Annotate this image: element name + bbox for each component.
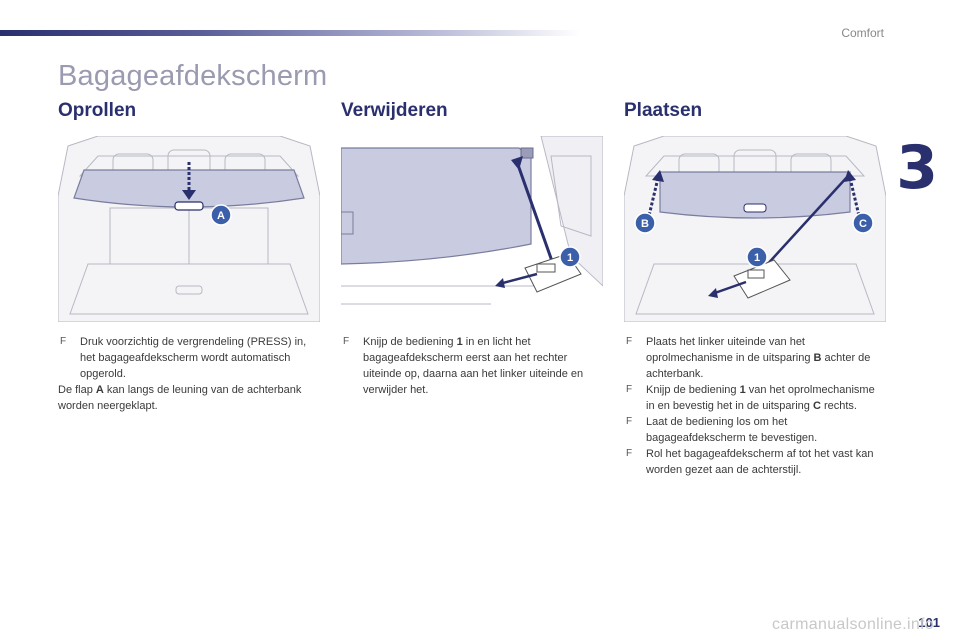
text-plaatsen: F Plaats het linker uiteinde van het opr… (624, 334, 886, 478)
note-text: De flap A kan langs de leuning van de ac… (58, 384, 302, 412)
callout-label: 1 (567, 252, 573, 264)
illustration-verwijderen (341, 136, 603, 322)
bullet-marker: F (343, 336, 350, 347)
bullet-item: F Knijp de bediening 1 in en licht het b… (343, 336, 584, 396)
bullet-item: F Laat de bediening los om het bagageafd… (626, 416, 818, 444)
watermark: carmanualsonline.info (772, 616, 934, 633)
page-number: 101 (918, 615, 940, 630)
callout-label: A (217, 210, 225, 222)
bullet-item: F Knijp de bediening 1 van het oprolmech… (626, 384, 875, 412)
bullet-item: F Druk voorzichtig de vergrendeling (PRE… (60, 336, 307, 380)
illustration-oprollen (58, 136, 320, 322)
bullet-item: F Plaats het linker uiteinde van het opr… (626, 336, 871, 380)
section-oprollen: Oprollen A F Dru (58, 100, 320, 412)
callout-a: A (210, 204, 232, 226)
callout-c: C (852, 212, 874, 234)
page-title: Bagageafdekscherm (58, 60, 328, 92)
bullet-item: F Rol het bagageafdekscherm af tot het v… (626, 448, 874, 476)
callout-b: B (634, 212, 656, 234)
header-gradient-bar (0, 30, 580, 36)
section-heading: Oprollen (58, 100, 137, 121)
callout-label: B (641, 218, 649, 230)
chapter-number: 3 (896, 133, 938, 203)
text-verwijderen: F Knijp de bediening 1 in en licht het b… (341, 334, 603, 398)
callout-label: 1 (754, 252, 760, 264)
section-heading: Plaatsen (624, 100, 703, 121)
section-label: Comfort (841, 26, 884, 40)
section-verwijderen: Verwijderen 1 F Knijp d (341, 100, 603, 396)
bullet-marker: F (60, 336, 67, 347)
bullet-marker: F (626, 336, 633, 347)
bullet-marker: F (626, 384, 633, 395)
section-plaatsen: Plaatsen B (624, 100, 886, 476)
callout-label: C (859, 218, 867, 230)
text-oprollen: F Druk voorzichtig de vergrendeling (PRE… (58, 334, 320, 414)
callout-1: 1 (559, 246, 581, 268)
illustration-plaatsen (624, 136, 886, 322)
section-heading: Verwijderen (341, 100, 448, 121)
callout-1: 1 (746, 246, 768, 268)
bullet-marker: F (626, 448, 633, 459)
bullet-marker: F (626, 416, 633, 427)
